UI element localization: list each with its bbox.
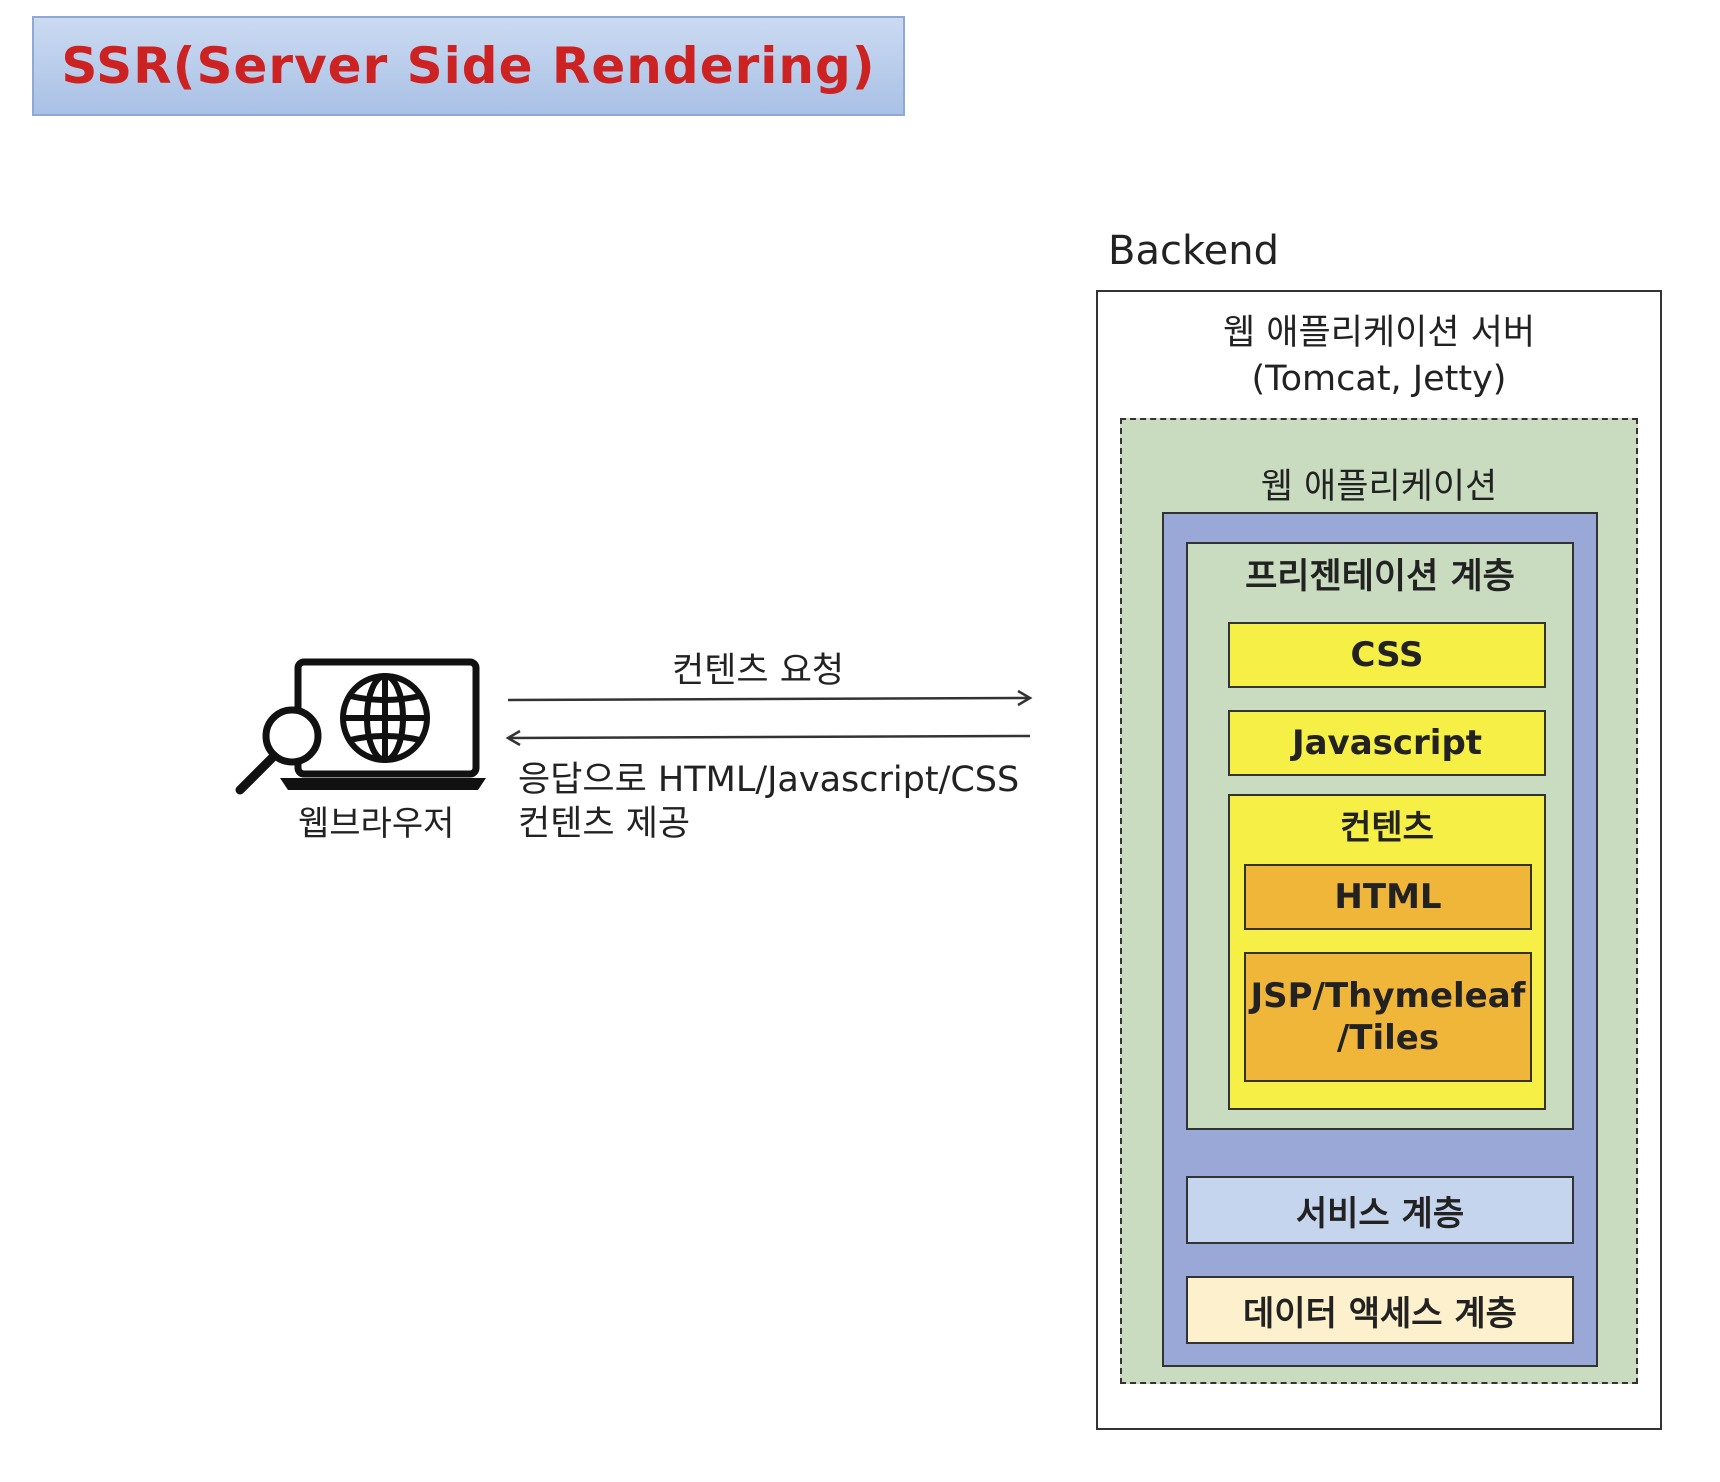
data-access-layer: 데이터 액세스 계층 bbox=[1186, 1276, 1574, 1344]
request-arrow bbox=[507, 696, 1031, 702]
response-line1: 응답으로 HTML/Javascript/CSS bbox=[518, 760, 1020, 800]
request-label: 컨텐츠 요청 bbox=[672, 651, 845, 691]
title-banner bbox=[32, 16, 905, 116]
page-title: SSR(Server Side Rendering) bbox=[61, 37, 876, 95]
javascript-box: Javascript bbox=[1228, 710, 1546, 776]
was-name: 웹 애플리케이션 서버 bbox=[1222, 313, 1536, 353]
was-label: 웹 애플리케이션 서버 (Tomcat, Jetty) bbox=[1096, 310, 1662, 402]
template-engine-line2: /Tiles bbox=[1336, 1018, 1440, 1058]
browser-label: 웹브라우저 bbox=[298, 804, 455, 844]
request-response-arrows bbox=[505, 689, 1033, 747]
contents-label: 컨텐츠 bbox=[1340, 808, 1434, 848]
response-line2: 컨텐츠 제공 bbox=[518, 804, 691, 844]
template-engine-box: JSP/Thymeleaf /Tiles bbox=[1244, 952, 1532, 1082]
service-layer: 서비스 계층 bbox=[1186, 1176, 1574, 1244]
response-label: 응답으로 HTML/Javascript/CSS 컨텐츠 제공 bbox=[518, 758, 1019, 846]
css-box: CSS bbox=[1228, 622, 1546, 688]
laptop-globe-magnifier-icon bbox=[235, 658, 486, 795]
backend-label: Backend bbox=[1108, 228, 1280, 274]
presentation-layer-label: 프리젠테이션 계층 bbox=[1245, 557, 1515, 597]
template-engine-line1: JSP/Thymeleaf bbox=[1250, 976, 1526, 1016]
response-arrow bbox=[507, 734, 1031, 740]
was-examples: (Tomcat, Jetty) bbox=[1251, 359, 1507, 399]
webapp-label: 웹 애플리케이션 bbox=[1260, 467, 1498, 507]
html-box: HTML bbox=[1244, 864, 1532, 930]
